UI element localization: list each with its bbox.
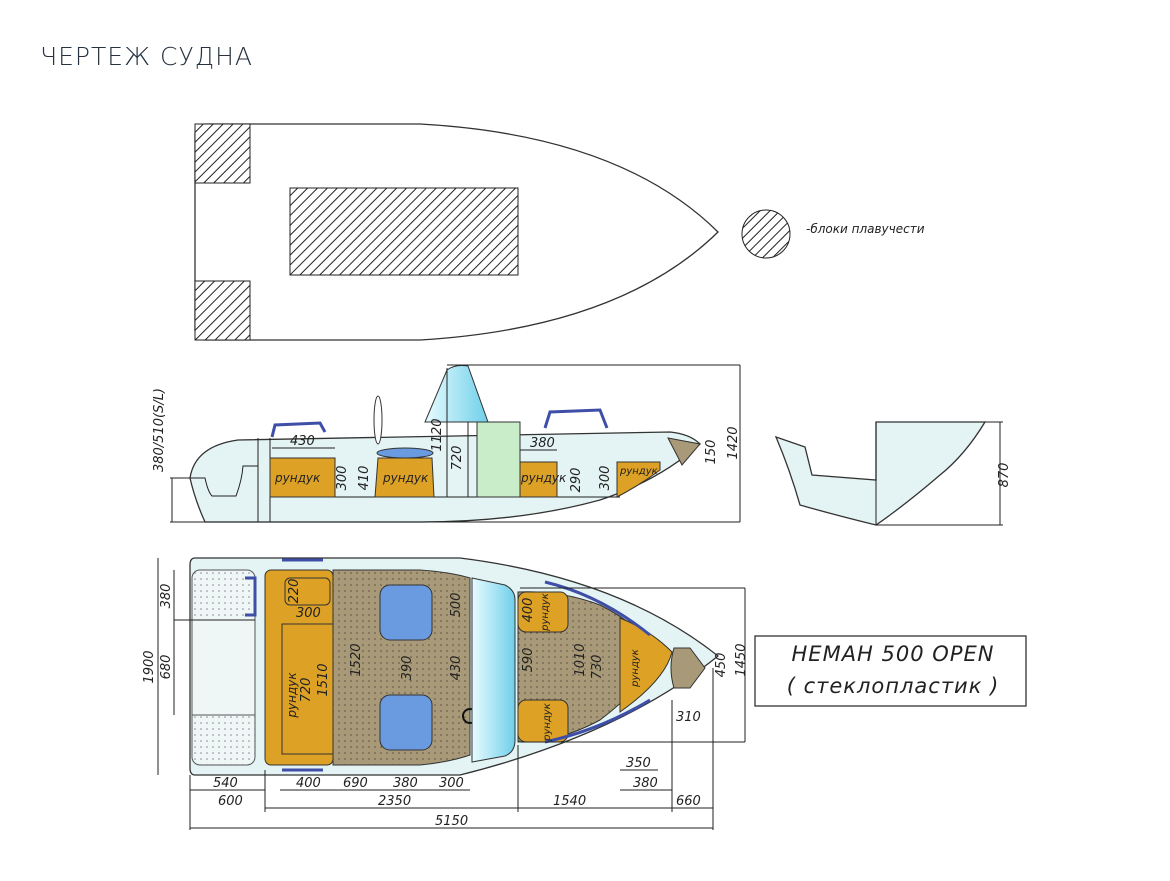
- locker: [616, 461, 661, 498]
- dim-label: 1520: [349, 643, 364, 676]
- dim-label: 300: [335, 466, 350, 491]
- legend-label: -блоки плавучести: [806, 222, 925, 236]
- buoyancy-block: [194, 280, 251, 341]
- cockpit-floor: [332, 569, 471, 766]
- locker-label: рундук: [285, 672, 299, 719]
- top-view: -блоки плавучести: [194, 123, 925, 341]
- dim-label: 1420: [726, 426, 741, 459]
- dim-label: 300: [439, 776, 464, 791]
- dim-label: 380: [393, 776, 418, 791]
- locker-label: рундук: [520, 471, 567, 485]
- dim-label: 380: [159, 584, 174, 609]
- dim-label: 1450: [734, 643, 749, 676]
- dim-label: 730: [590, 655, 605, 680]
- plan-view: рундук рундук рундук рундук 380 680 1900…: [142, 557, 749, 830]
- rail: [543, 408, 609, 429]
- dim-label: 380: [530, 436, 555, 451]
- windshield: [424, 365, 489, 423]
- dim-label: 450: [714, 653, 729, 678]
- legend-hatch-icon: [741, 209, 791, 259]
- locker: [517, 591, 569, 633]
- dim-label: 410: [357, 466, 372, 491]
- locker: [519, 461, 558, 498]
- buoyancy-block: [289, 187, 519, 276]
- side-view: рундук рундук рундук рундук 430 300 410 …: [152, 364, 741, 523]
- dim-label: 400: [296, 776, 321, 791]
- rail: [270, 421, 327, 438]
- model-name: НЕМАН 500 OPEN: [792, 642, 995, 666]
- anchor-locker: [667, 437, 701, 466]
- dim-label: 220: [287, 579, 302, 604]
- dim-label: 300: [296, 606, 321, 621]
- seat-back: [373, 395, 383, 445]
- locker-label: рундук: [540, 593, 551, 632]
- dim-label: 390: [400, 656, 415, 681]
- dim-label: 680: [159, 655, 174, 680]
- buoyancy-block: [194, 123, 251, 184]
- page-title: ЧЕРТЕЖ СУДНА: [40, 42, 254, 71]
- locker-label: рундук: [619, 466, 658, 477]
- dim-label: 430: [290, 434, 315, 449]
- dim-label: 590: [521, 648, 536, 673]
- locker-label: рундук: [274, 471, 321, 485]
- dim-label: 380: [633, 776, 658, 791]
- dim-label: 1510: [316, 663, 331, 696]
- dim-label: 870: [997, 463, 1012, 488]
- dim-label: 720: [450, 446, 465, 471]
- dim-label: 400: [521, 598, 536, 623]
- dim-label: 430: [449, 656, 464, 681]
- dim-label: 1120: [430, 418, 445, 451]
- locker-label: рундук: [542, 703, 553, 742]
- dim-label: 300: [598, 466, 613, 491]
- dim-label: 690: [343, 776, 368, 791]
- dim-label: 2350: [378, 794, 411, 809]
- locker: [374, 457, 435, 498]
- dim-label: 380/510(S/L): [152, 388, 167, 472]
- console: [476, 421, 521, 498]
- dim-label: 310: [676, 710, 701, 725]
- seat-cushion: [376, 447, 434, 459]
- dim-label: 540: [213, 776, 238, 791]
- dim-label: 1900: [142, 650, 157, 683]
- material-label: ( стеклопластик ): [787, 674, 1000, 698]
- anchor-locker: [670, 647, 706, 689]
- seat: [379, 694, 433, 751]
- windshield: [471, 577, 516, 763]
- dim-label: 600: [218, 794, 243, 809]
- nameplate: НЕМАН 500 OPEN ( стеклопластик ): [754, 635, 1027, 707]
- dim-label: 350: [626, 756, 651, 771]
- locker-label: рундук: [630, 649, 641, 688]
- dim-label: 720: [299, 678, 314, 703]
- dim-label: 660: [676, 794, 701, 809]
- dim-label: 1540: [553, 794, 586, 809]
- locker: [269, 457, 336, 498]
- dim-label: 500: [449, 593, 464, 618]
- section-view: 870: [774, 421, 1012, 526]
- dim-label: 5150: [435, 814, 468, 829]
- dim-label: 150: [704, 440, 719, 465]
- dim-label: 1010: [573, 643, 588, 676]
- locker-label: рундук: [382, 471, 429, 485]
- dim-label: 290: [569, 468, 584, 493]
- seat: [379, 584, 433, 641]
